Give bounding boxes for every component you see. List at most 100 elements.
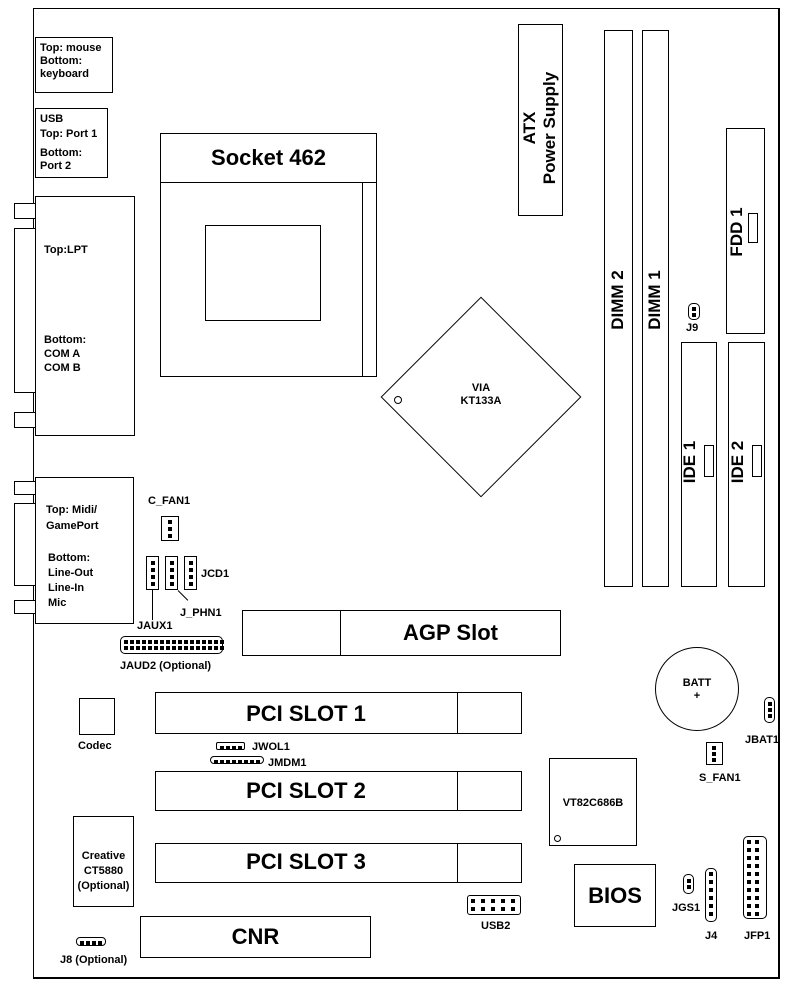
header-pin: [755, 856, 759, 860]
pin1-marker: [394, 396, 402, 404]
battery: [655, 647, 739, 731]
ide-2-key: [752, 445, 762, 477]
jwol1-header: [216, 742, 245, 750]
header-pin: [130, 646, 134, 650]
header-pin: [178, 646, 182, 650]
header-pin: [208, 640, 212, 644]
ide-1-connector: [681, 342, 717, 587]
ps2-port: [35, 37, 113, 93]
header-pin: [80, 941, 84, 945]
bios-label: BIOS: [588, 882, 642, 908]
jaux1-header: [146, 556, 159, 590]
codec-chip: [79, 698, 115, 735]
agp-label: AGP Slot: [403, 620, 498, 645]
header-pin: [220, 760, 224, 764]
jaud2-header: [120, 636, 224, 654]
bios-chip: BIOS: [574, 864, 656, 927]
header-pin: [220, 640, 224, 644]
audio-tab: [14, 600, 36, 614]
pci-slot-3-label: PCI SLOT 3: [246, 849, 366, 874]
header-pin: [747, 848, 751, 852]
header-pin: [471, 907, 475, 911]
dimm-2-slot: [604, 30, 633, 587]
header-pin: [747, 840, 751, 844]
usb2-label: USB2: [481, 920, 511, 932]
header-pin: [747, 896, 751, 900]
cpu-die: [205, 225, 321, 321]
lpt-tab: [14, 203, 36, 219]
midi-label: Top: Midi/GamePort: [46, 504, 99, 532]
header-pin: [709, 904, 713, 908]
pci-slot-2-end: [457, 771, 522, 811]
fdd-key: [748, 213, 758, 243]
header-pin: [709, 872, 713, 876]
header-pin: [747, 872, 751, 876]
header-pin: [755, 880, 759, 884]
header-pin: [471, 899, 475, 903]
dimm-1-slot: [642, 30, 669, 587]
header-pin: [124, 640, 128, 644]
header-pin: [226, 746, 230, 750]
header-pin: [501, 907, 505, 911]
header-pin: [755, 864, 759, 868]
codec-label: Codec: [78, 740, 112, 752]
header-pin: [481, 907, 485, 911]
header-pin: [160, 640, 164, 644]
header-pin: [244, 760, 248, 764]
audio-tab: [14, 481, 36, 495]
header-pin: [202, 646, 206, 650]
header-pin: [755, 904, 759, 908]
socket-lever: [362, 182, 377, 377]
lpt-com-port: [35, 196, 135, 436]
header-pin: [154, 640, 158, 644]
header-pin: [124, 646, 128, 650]
j8-header: [76, 937, 106, 946]
header-pin: [747, 856, 751, 860]
header-pin: [220, 746, 224, 750]
header-pin: [755, 912, 759, 916]
header-pin: [196, 646, 200, 650]
header-pin: [136, 640, 140, 644]
header-pin: [178, 640, 182, 644]
ide-2-label: IDE 2: [728, 440, 747, 484]
jgs1-header: [683, 874, 694, 894]
header-pin: [481, 899, 485, 903]
j4-label: J4: [705, 930, 718, 942]
header-pin: [755, 896, 759, 900]
header-pin: [511, 899, 515, 903]
header-pin: [98, 941, 102, 945]
cnr-label: CNR: [231, 924, 280, 949]
header-pin: [214, 640, 218, 644]
s-fan1-label: S_FAN1: [699, 772, 741, 784]
header-pin: [709, 888, 713, 892]
southbridge-label: VT82C686B: [562, 797, 624, 809]
jgs1-label: JGS1: [672, 902, 701, 914]
lpt-label: Top:LPT: [44, 244, 88, 256]
jfp1-header: [743, 836, 767, 919]
header-pin: [190, 646, 194, 650]
header-pin: [214, 760, 218, 764]
header-pin: [709, 880, 713, 884]
ide-1-key: [704, 445, 714, 477]
cpu-socket-header: Socket 462: [160, 133, 377, 183]
header-pin: [154, 646, 158, 650]
header-pin: [208, 646, 212, 650]
header-pin: [256, 760, 260, 764]
header-pin: [238, 760, 242, 764]
header-pin: [501, 899, 505, 903]
c-fan1-label: C_FAN1: [148, 495, 191, 507]
usb2-header: [467, 895, 521, 915]
header-pin: [755, 872, 759, 876]
cnr-slot: CNR: [140, 916, 371, 958]
cpu-socket-label: Socket 462: [211, 145, 326, 170]
s-fan1-header: [706, 742, 723, 765]
jbat1-label: JBAT1: [745, 734, 780, 746]
header-pin: [148, 646, 152, 650]
audio-port: [35, 477, 134, 624]
gameport-connector: [14, 503, 36, 586]
